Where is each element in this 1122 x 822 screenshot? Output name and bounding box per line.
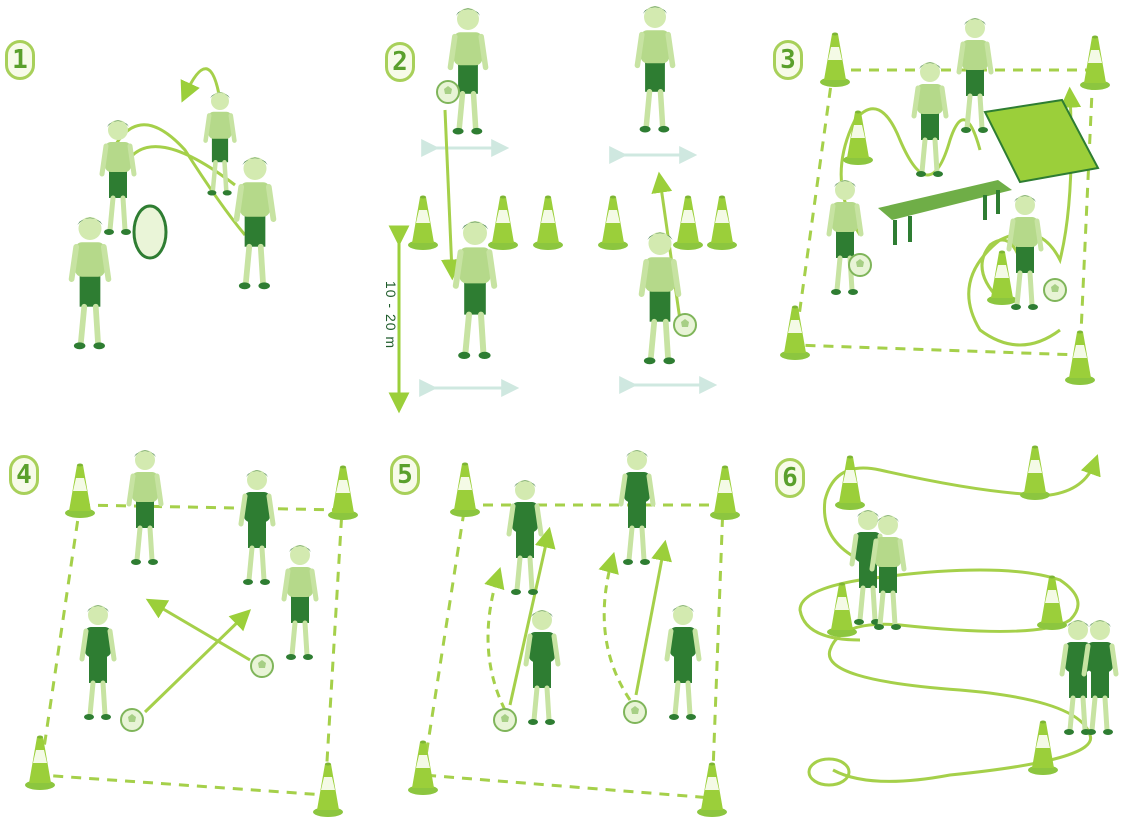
ball xyxy=(1044,279,1066,301)
cone xyxy=(1080,36,1110,91)
panel-number-badge: 2 xyxy=(385,42,415,82)
cone xyxy=(1028,721,1058,776)
ball xyxy=(849,254,871,276)
player-figure xyxy=(284,545,316,660)
bench xyxy=(878,180,1012,220)
cone xyxy=(313,763,343,818)
cone xyxy=(697,763,727,818)
cone xyxy=(488,196,518,251)
panel-number-badge: 6 xyxy=(775,458,805,498)
cone xyxy=(710,466,740,521)
cone xyxy=(1037,576,1067,631)
player-figure xyxy=(621,450,653,565)
ball xyxy=(251,655,273,677)
player-figure xyxy=(642,232,679,364)
player-figure xyxy=(241,470,273,585)
cone xyxy=(1020,446,1050,501)
ball xyxy=(674,314,696,336)
player-figure xyxy=(450,8,485,135)
cone xyxy=(408,196,438,251)
player-figure xyxy=(637,6,672,133)
cone xyxy=(598,196,628,251)
player-figure xyxy=(526,610,558,725)
cone xyxy=(835,456,865,511)
player-figure xyxy=(237,157,274,289)
cone xyxy=(987,251,1017,306)
distance-label: 10 - 20 m xyxy=(371,250,411,380)
player-figure xyxy=(667,605,699,720)
player-figure xyxy=(456,221,494,359)
player-figure xyxy=(82,605,114,720)
panel-3-drill xyxy=(780,18,1110,385)
panel-number-badge: 5 xyxy=(390,455,420,495)
panel-2-drill xyxy=(399,6,737,405)
cone xyxy=(1065,331,1095,386)
panel-5-drill xyxy=(408,450,740,817)
cone xyxy=(328,466,358,521)
cone xyxy=(780,306,810,361)
player-figure xyxy=(509,480,541,595)
player-figure xyxy=(829,180,861,295)
player-figure xyxy=(1009,195,1041,310)
start-ring xyxy=(809,759,849,785)
panel-number-badge: 3 xyxy=(773,40,803,80)
cone xyxy=(25,736,55,791)
cone xyxy=(827,583,857,638)
player-figure xyxy=(102,120,134,235)
player-figure xyxy=(1084,620,1116,735)
ball xyxy=(437,81,459,103)
panel-number-badge: 4 xyxy=(9,455,39,495)
cone xyxy=(673,196,703,251)
gym-mat xyxy=(985,100,1098,182)
cone xyxy=(450,463,480,518)
panel-number-badge: 1 xyxy=(5,40,35,80)
panel-1-drill xyxy=(72,69,274,350)
cone xyxy=(533,196,563,251)
cone xyxy=(820,33,850,88)
player-figure xyxy=(72,217,109,349)
ball xyxy=(624,701,646,723)
player-figure xyxy=(914,62,946,177)
panel-6-drill xyxy=(800,446,1116,786)
cone xyxy=(408,741,438,796)
ball xyxy=(494,709,516,731)
cone xyxy=(65,464,95,519)
hoop-ring xyxy=(134,206,166,258)
ball xyxy=(121,709,143,731)
panel-4-drill xyxy=(25,450,358,817)
cone xyxy=(707,196,737,251)
